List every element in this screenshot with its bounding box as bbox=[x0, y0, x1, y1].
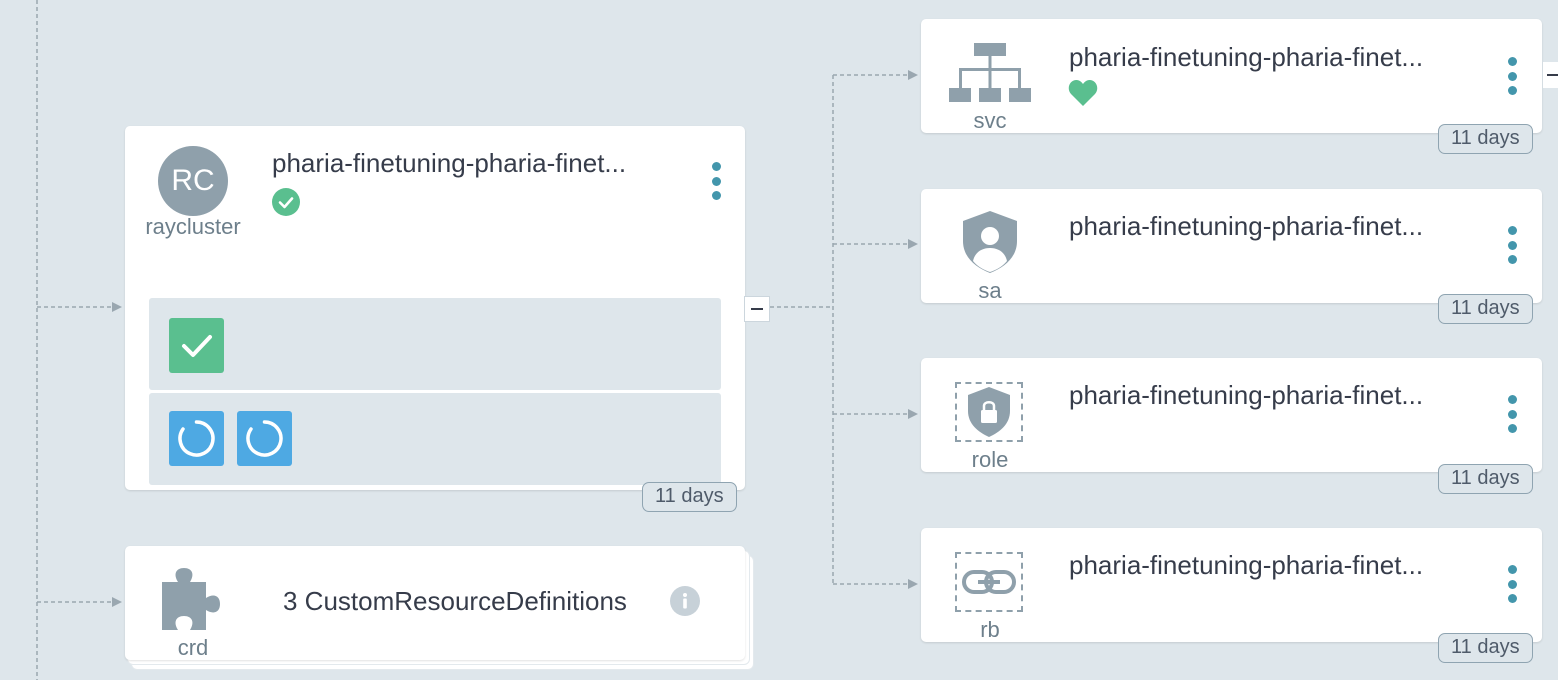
check-icon bbox=[182, 335, 212, 357]
role-name[interactable]: pharia-finetuning-pharia-finet... bbox=[1069, 380, 1424, 410]
svc-menu-button[interactable] bbox=[1505, 57, 1519, 97]
sa-node[interactable]: sa pharia-finetuning-pharia-finet... bbox=[921, 189, 1542, 303]
rb-menu-button[interactable] bbox=[1505, 565, 1519, 605]
lock-shield-icon bbox=[968, 387, 1010, 437]
role-kind-label: role bbox=[971, 447, 1009, 472]
healthy-pods-row bbox=[149, 298, 721, 390]
rb-name[interactable]: pharia-finetuning-pharia-finet... bbox=[1069, 550, 1424, 580]
sa-age-badge: 11 days bbox=[1438, 294, 1533, 324]
network-icon bbox=[949, 43, 1031, 102]
healthy-check-icon bbox=[272, 188, 300, 216]
svc-collapse-button[interactable] bbox=[1543, 62, 1558, 88]
user-shield-icon bbox=[963, 211, 1017, 273]
svc-kind-label: svc bbox=[973, 108, 1007, 133]
rb-kind-label: rb bbox=[980, 617, 1000, 642]
raycluster-node[interactable]: RC raycluster pharia-finetuning-pharia-f… bbox=[125, 126, 745, 490]
spinner-icon bbox=[178, 420, 215, 457]
rb-age-badge: 11 days bbox=[1438, 633, 1533, 663]
raycluster-age-badge: 11 days bbox=[642, 482, 737, 512]
sa-name[interactable]: pharia-finetuning-pharia-finet... bbox=[1069, 211, 1424, 241]
raycluster-menu-button[interactable] bbox=[709, 162, 723, 202]
raycluster-avatar: RC bbox=[158, 146, 228, 216]
rb-icon-frame bbox=[955, 552, 1023, 612]
crd-kind-label: crd bbox=[177, 635, 209, 660]
svc-age-badge: 11 days bbox=[1438, 124, 1533, 154]
progressing-pods-row bbox=[149, 393, 721, 485]
role-icon-frame bbox=[955, 382, 1023, 442]
pod-progressing[interactable] bbox=[237, 411, 292, 466]
svc-name[interactable]: pharia-finetuning-pharia-finet... bbox=[1069, 42, 1424, 72]
raycluster-kind-label: raycluster bbox=[145, 214, 241, 239]
svc-node[interactable]: svc pharia-finetuning-pharia-finet... bbox=[921, 19, 1542, 133]
sa-kind-label: sa bbox=[978, 278, 1002, 303]
crd-group-label[interactable]: 3 CustomResourceDefinitions bbox=[283, 586, 627, 616]
collapse-button[interactable] bbox=[744, 296, 770, 322]
sa-menu-button[interactable] bbox=[1505, 226, 1519, 266]
spinner-icon bbox=[246, 420, 283, 457]
heart-icon bbox=[1068, 80, 1098, 106]
puzzle-piece-icon bbox=[162, 568, 220, 630]
pod-progressing[interactable] bbox=[169, 411, 224, 466]
crd-group-node[interactable]: crd 3 CustomResourceDefinitions bbox=[125, 546, 745, 660]
rb-node[interactable]: rb pharia-finetuning-pharia-finet... bbox=[921, 528, 1542, 642]
role-age-badge: 11 days bbox=[1438, 464, 1533, 494]
raycluster-name[interactable]: pharia-finetuning-pharia-finet... bbox=[272, 148, 627, 178]
link-icon bbox=[962, 570, 1016, 594]
pod-healthy[interactable] bbox=[169, 318, 224, 373]
info-icon[interactable] bbox=[670, 586, 700, 616]
role-menu-button[interactable] bbox=[1505, 395, 1519, 435]
role-node[interactable]: role pharia-finetuning-pharia-finet... bbox=[921, 358, 1542, 472]
